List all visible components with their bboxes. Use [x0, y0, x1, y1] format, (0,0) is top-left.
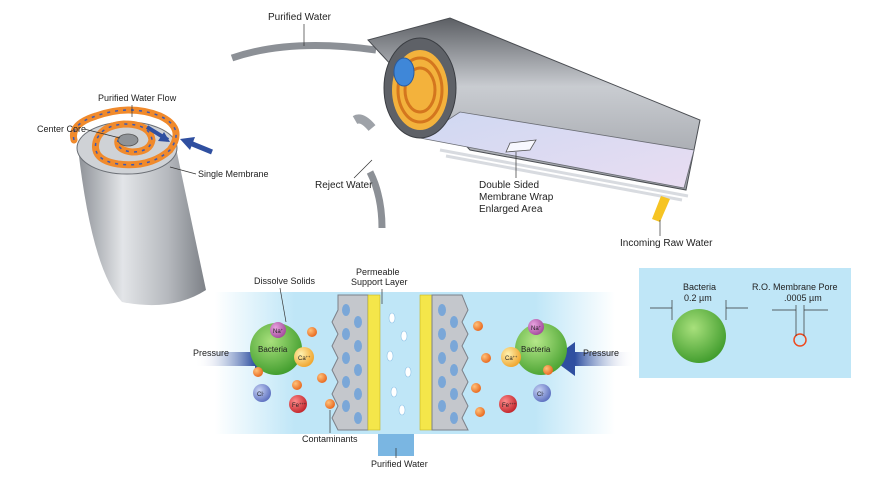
left-membrane-support	[331, 294, 369, 431]
contaminant-4	[292, 380, 302, 390]
contaminant-5	[253, 367, 263, 377]
reject-water-hose	[366, 170, 386, 229]
label-scale-pore-size: .0005 µm	[784, 293, 822, 303]
label-scale-pore: R.O. Membrane Pore	[752, 282, 838, 292]
label-pressure-right: Pressure	[583, 348, 619, 358]
label-contaminants: Contaminants	[302, 434, 358, 444]
center-core-tube	[117, 133, 139, 147]
ion-cl-right-label: Cl-	[537, 390, 545, 398]
contaminant-1	[307, 327, 317, 337]
ion-fe-left-label: Fe+++	[292, 401, 307, 409]
right-pore-holes	[438, 304, 458, 424]
ion-cl-right	[533, 384, 551, 402]
leader-dissolve-solids	[279, 287, 287, 323]
ion-ca-right	[501, 347, 521, 367]
scale-comparison-panel: Bacteria 0.2 µm R.O. Membrane Pore .0005…	[639, 268, 851, 378]
purified-outlet	[378, 434, 414, 456]
label-permeable-1: Permeable	[356, 267, 400, 277]
contaminant-7	[481, 353, 491, 363]
leader-core	[83, 128, 121, 139]
scale-panel-bg	[639, 268, 851, 378]
label-pressure-left: Pressure	[193, 348, 229, 358]
bacteria-left-cell	[250, 323, 302, 375]
label-membrane-wrap-3: Enlarged Area	[479, 204, 543, 215]
spiral-membrane-roll	[69, 106, 213, 306]
label-reject-water: Reject Water	[315, 180, 373, 191]
left-pore-holes	[342, 304, 362, 424]
bacteria-scale-cell	[672, 309, 726, 363]
contaminant-3	[325, 399, 335, 409]
spiral-rings-inner	[403, 66, 437, 114]
enlarged-area-marker	[505, 139, 537, 153]
flow-arrow-head	[158, 132, 170, 142]
roll-body	[78, 148, 206, 306]
label-membrane-wrap-1: Double Sided	[479, 180, 539, 191]
inlet-arrow-head	[180, 137, 195, 150]
label-incoming-raw-water: Incoming Raw Water	[620, 238, 713, 249]
label-permeable-2: Support Layer	[351, 277, 408, 287]
contaminant-6	[473, 321, 483, 331]
ion-na-left-label: Na+	[273, 327, 284, 335]
ion-fe-right	[499, 395, 517, 413]
bacteria-right-cell	[515, 323, 567, 375]
right-permeable-layer	[419, 294, 433, 431]
ion-cl-left	[253, 384, 271, 402]
label-bacteria-right: Bacteria	[521, 345, 551, 354]
module-labels: Purified Water Reject Water Double Sided…	[268, 12, 713, 249]
spiral-labels: Purified Water Flow Center Core Single M…	[37, 93, 269, 179]
spiral-rings-mid	[396, 56, 444, 124]
ion-fe-left	[289, 395, 307, 413]
ro-module-housing	[230, 17, 701, 229]
contaminant-8	[471, 383, 481, 393]
contaminant-10	[543, 365, 553, 375]
ion-ca-left-label: Ca++	[298, 354, 311, 362]
label-scale-bacteria-size: 0.2 µm	[684, 293, 712, 303]
incoming-water-stream	[652, 196, 670, 222]
contaminant-9	[475, 407, 485, 417]
ion-cl-left-label: Cl-	[257, 390, 265, 398]
left-permeable-layer	[367, 294, 381, 431]
label-module-purified-water: Purified Water	[268, 12, 332, 23]
label-membrane-wrap-2: Membrane Wrap	[479, 192, 554, 203]
leader-single-membrane	[169, 166, 197, 175]
label-purified-water-flow: Purified Water Flow	[98, 93, 177, 103]
contaminant-2	[317, 373, 327, 383]
pressure-arrow-right-shaft	[575, 352, 635, 366]
label-cs-purified-water: Purified Water	[371, 459, 428, 469]
label-scale-bacteria: Bacteria	[683, 282, 716, 292]
ion-fe-right-label: Fe+++	[502, 401, 517, 409]
right-membrane-support	[431, 294, 469, 431]
pressure-arrow-left-shaft	[195, 352, 255, 366]
membrane-cross-section	[195, 292, 635, 456]
ion-ca-right-label: Ca++	[505, 354, 518, 362]
membrane-wrap-layers	[439, 148, 689, 202]
pore-scale-ring	[793, 333, 807, 347]
leader-reject	[353, 159, 373, 179]
ion-na-right-label: Na+	[531, 324, 542, 332]
reject-elbow	[352, 114, 376, 131]
purified-water-hose	[230, 42, 377, 62]
ion-na-right	[528, 319, 544, 335]
center-tube-opening	[393, 57, 415, 87]
inlet-arrow-shaft	[189, 140, 213, 155]
label-center-core: Center Core	[37, 124, 86, 134]
cross-section-labels: Dissolve Solids Permeable Support Layer …	[193, 267, 619, 469]
label-bacteria-left: Bacteria	[258, 345, 288, 354]
spiral-flow-dots	[72, 109, 177, 166]
ion-na-left	[270, 322, 286, 338]
label-dissolve-solids: Dissolve Solids	[254, 276, 316, 286]
label-single-membrane: Single Membrane	[198, 169, 269, 179]
water-droplets	[386, 312, 412, 416]
ion-ca-left	[294, 347, 314, 367]
